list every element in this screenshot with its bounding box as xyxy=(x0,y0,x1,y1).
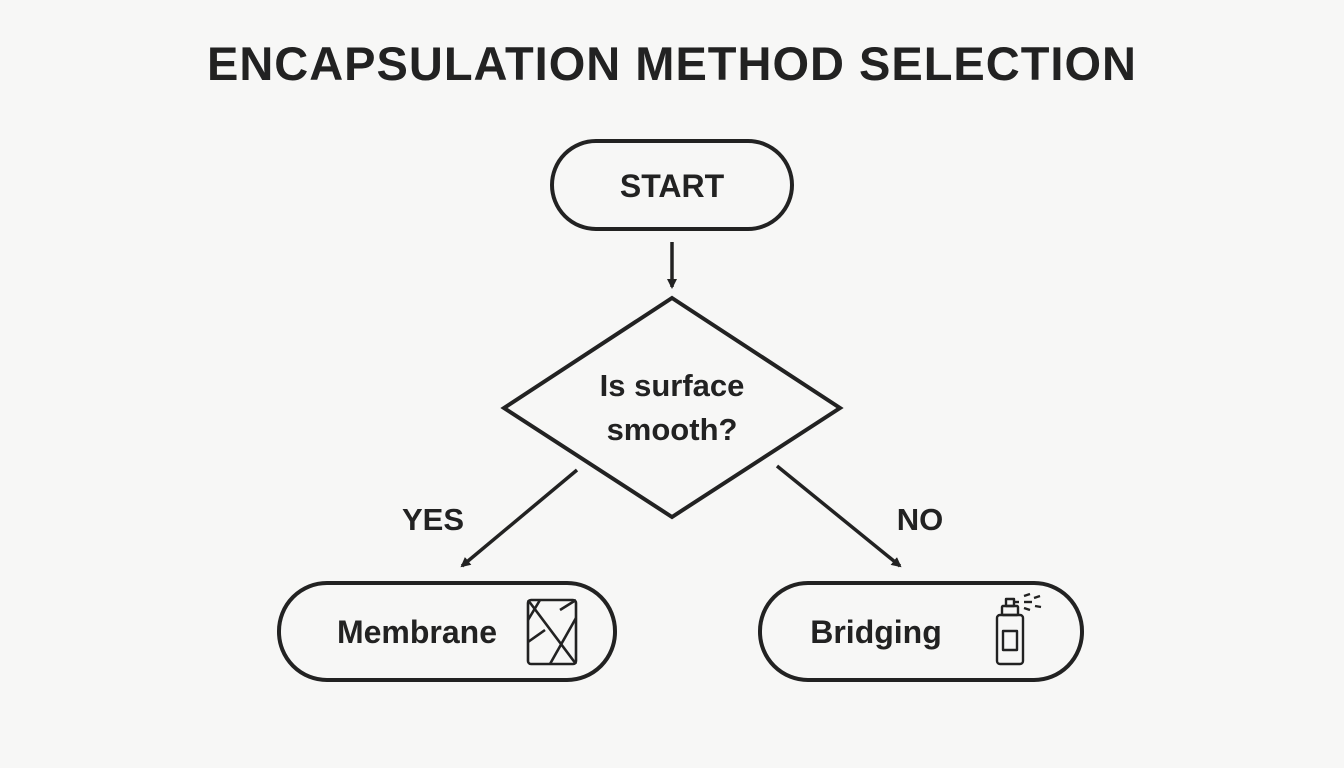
bridging-node[interactable]: Bridging xyxy=(758,581,1084,682)
spray-can-icon xyxy=(995,592,1042,666)
decision-node[interactable]: Is surface smooth? xyxy=(500,295,844,520)
membrane-node[interactable]: Membrane xyxy=(277,581,617,682)
diagram-title: ENCAPSULATION METHOD SELECTION xyxy=(207,37,1137,90)
membrane-sheet-icon xyxy=(526,598,578,666)
start-node[interactable]: START xyxy=(550,139,794,231)
arrow-no xyxy=(775,464,902,568)
decision-label-line2: smooth? xyxy=(607,412,738,447)
decision-label-line1: Is surface xyxy=(600,368,745,403)
arrow-yes xyxy=(460,468,579,568)
yes-label: YES xyxy=(402,502,464,537)
start-label: START xyxy=(620,168,725,204)
no-label: NO xyxy=(897,502,944,537)
bridging-label: Bridging xyxy=(810,614,942,650)
membrane-label: Membrane xyxy=(337,614,497,650)
